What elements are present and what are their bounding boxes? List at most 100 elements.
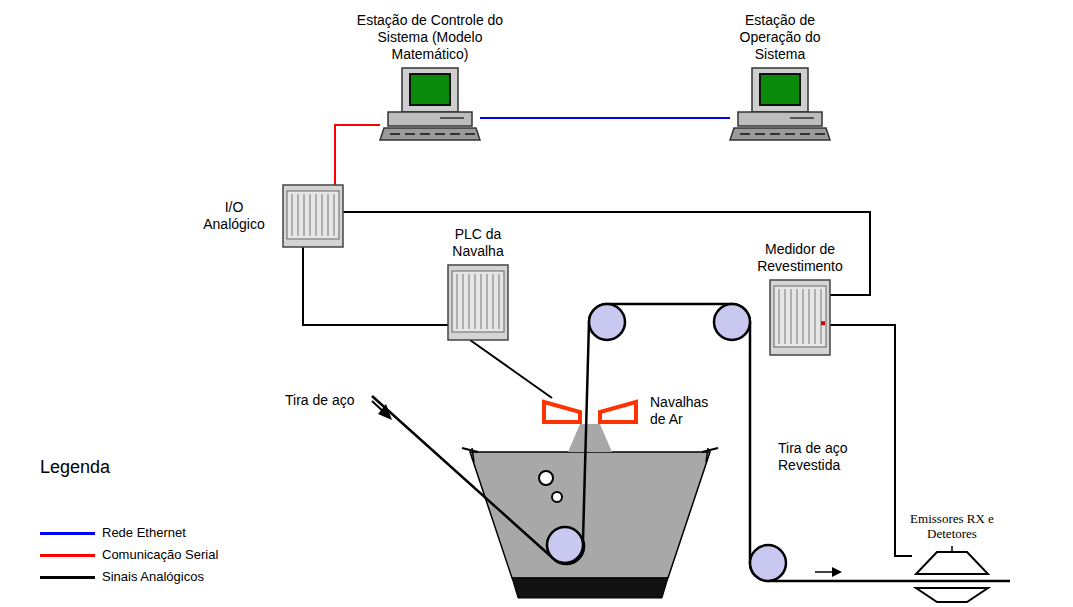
rack-frame xyxy=(452,271,504,332)
node-label: Navalhas de Ar xyxy=(650,394,725,428)
air-knife xyxy=(544,402,580,422)
strip-arrow xyxy=(372,401,386,414)
monitor-screen xyxy=(410,74,450,105)
rack-card xyxy=(469,274,470,329)
keyboard-keys xyxy=(755,133,765,135)
node-outline xyxy=(540,398,640,424)
rack-frame xyxy=(287,191,339,239)
keyboard-keys xyxy=(450,133,460,135)
strip-arrow xyxy=(832,567,842,577)
node-outline xyxy=(380,68,480,140)
serial-link xyxy=(335,125,380,185)
monitor xyxy=(752,68,808,112)
xray-gauge-head: Emissores RX e Detetores xyxy=(912,546,992,604)
top-roller xyxy=(714,304,750,340)
keyboard-keys xyxy=(465,133,475,135)
monitor xyxy=(402,68,458,112)
rack-cabinet xyxy=(448,265,508,340)
keyboard-keys xyxy=(770,133,780,135)
legend-swatch xyxy=(40,532,95,535)
keyboard-keys xyxy=(420,133,430,135)
keyboard xyxy=(730,128,830,140)
node-label: PLC da Navalha xyxy=(438,226,518,260)
rack-frame xyxy=(774,286,826,347)
keyboard-keys xyxy=(785,133,795,135)
sink-roller xyxy=(547,527,583,563)
strip-label: Tira de aço Revestida xyxy=(778,440,883,474)
rack-card xyxy=(322,194,323,236)
top-roller xyxy=(589,304,625,340)
rack-cabinet xyxy=(283,185,343,247)
keyboard-keys xyxy=(740,133,750,135)
rack-card xyxy=(803,289,804,344)
xray-emitter xyxy=(916,552,988,574)
computer-case xyxy=(738,112,822,126)
rack-card xyxy=(304,194,305,236)
pot-lip xyxy=(706,448,708,462)
zinc-meniscus xyxy=(568,424,612,452)
rack-card xyxy=(493,274,494,329)
node-label: Estação de Operação do Sistema xyxy=(733,12,828,63)
pot-bottom xyxy=(512,578,668,598)
keyboard-keys xyxy=(815,133,825,135)
rack-card xyxy=(809,289,810,344)
workstation: Estação de Operação do Sistema xyxy=(730,68,830,140)
pot-lip xyxy=(472,448,474,462)
rack-card xyxy=(298,194,299,236)
monitor-screen xyxy=(760,74,800,105)
rack-unit: Medidor de Revestimento xyxy=(770,280,830,355)
rack-card xyxy=(316,194,317,236)
node-label: Medidor de Revestimento xyxy=(753,241,848,275)
rack-card xyxy=(334,194,335,236)
ethernet-link xyxy=(480,117,730,119)
analog-signal-wire xyxy=(470,340,552,398)
stabilizer-roller xyxy=(539,471,553,485)
legend-swatch xyxy=(40,554,95,557)
rack-card xyxy=(821,289,822,344)
rack-card xyxy=(475,274,476,329)
node-outline xyxy=(283,185,343,247)
air-knife xyxy=(600,402,636,422)
keyboard xyxy=(380,128,480,140)
rack-card xyxy=(292,194,293,236)
pot-lip xyxy=(702,448,718,452)
rack-card xyxy=(499,274,500,329)
node-outline xyxy=(770,280,830,355)
rack-card xyxy=(785,289,786,344)
rack-card xyxy=(328,194,329,236)
rack-unit: I/O Analógico xyxy=(283,185,343,247)
analog-signal-wire xyxy=(303,247,448,325)
keyboard-keys xyxy=(405,133,415,135)
rack-card xyxy=(310,194,311,236)
rack-card xyxy=(797,289,798,344)
rack-card xyxy=(463,274,464,329)
legend-text: Comunicação Serial xyxy=(102,547,218,563)
xray-detector xyxy=(916,588,988,602)
node-label: Estação de Controle do Sistema (Modelo M… xyxy=(355,12,505,63)
rack-card xyxy=(779,289,780,344)
pot-lip xyxy=(462,448,478,452)
legend-text: Sinais Analógicos xyxy=(102,569,204,585)
node-label: I/O Analógico xyxy=(193,199,275,233)
rack-card xyxy=(791,289,792,344)
rack-unit: PLC da Navalha xyxy=(448,265,508,340)
rack-card xyxy=(481,274,482,329)
legend-text: Rede Ethernet xyxy=(102,525,186,541)
workstation: Estação de Controle do Sistema (Modelo M… xyxy=(380,68,480,140)
node-label: Emissores RX e Detetores xyxy=(907,511,997,541)
air-knife-pair: Navalhas de Ar xyxy=(540,398,640,424)
rack-card xyxy=(487,274,488,329)
disk-slot xyxy=(790,117,814,119)
rack-card xyxy=(815,289,816,344)
stabilizer-roller xyxy=(552,492,562,502)
keyboard-keys xyxy=(800,133,810,135)
rack-cabinet xyxy=(770,280,830,355)
node-outline xyxy=(912,546,992,604)
strip-label: Tira de aço xyxy=(285,392,375,409)
legend-swatch xyxy=(40,576,95,579)
deflector-roller xyxy=(750,545,786,581)
indicator-led xyxy=(821,321,825,325)
legend-title: Legenda xyxy=(40,456,160,478)
